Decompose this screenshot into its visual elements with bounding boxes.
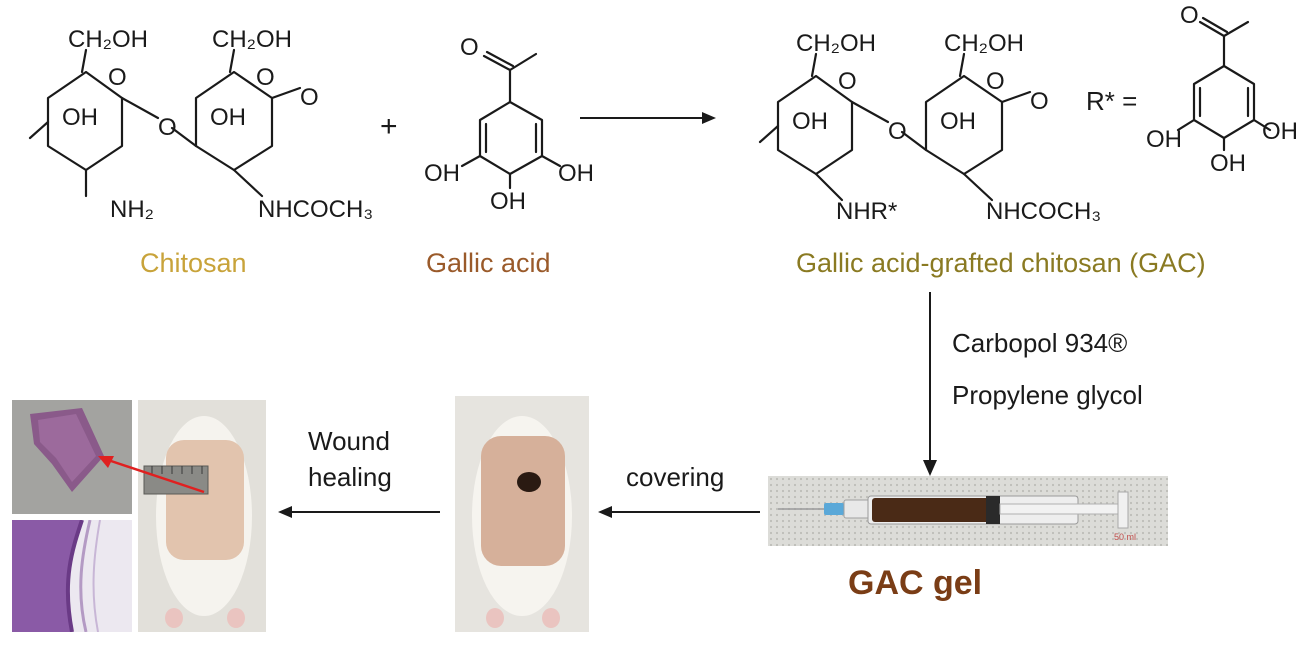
r-group-structure (1176, 16, 1272, 152)
gac-ring-oxygen-2: O (986, 68, 1005, 95)
chitosan-nh2: NH₂ (110, 196, 154, 223)
right-arrow-icon (580, 112, 716, 124)
r-group-carbonyl-oxygen: O (1180, 2, 1199, 29)
r-group-oh-bottom: OH (1210, 150, 1246, 177)
wound-healing-label-line2: healing (308, 462, 392, 492)
healed-rat-image (143, 416, 252, 628)
gac-glycosidic-oxygen: O (888, 118, 907, 145)
propylene-glycol-label: Propylene glycol (952, 380, 1143, 410)
plus-sign: + (380, 110, 398, 143)
r-group-oh-left: OH (1146, 126, 1182, 153)
wound-healing-label-line1: Wound (308, 426, 390, 456)
chitosan-structure (28, 48, 302, 198)
gac-gel-syringe-photo: 50 ml (768, 476, 1168, 546)
gac-gel-caption: GAC gel (848, 564, 983, 602)
r-group-oh-right: OH (1262, 118, 1298, 145)
gallic-acid-oh-right: OH (558, 160, 594, 187)
chitosan-terminal-oxygen: O (300, 84, 319, 111)
chitosan-glycosidic-oxygen: O (158, 114, 177, 141)
rat-gel-image (472, 416, 572, 628)
chitosan-caption: Chitosan (140, 248, 247, 278)
gac-oh-1: OH (792, 108, 828, 135)
chitosan-nhcoch3: NHCOCH₃ (258, 196, 374, 223)
gac-ch2oh-1: CH₂OH (796, 30, 876, 57)
chitosan-ch2oh-2: CH₂OH (212, 26, 292, 53)
carbopol-label: Carbopol 934® (952, 328, 1128, 358)
chitosan-ring-oxygen-1: O (108, 64, 127, 91)
syringe-printed-mark: 50 ml (1114, 532, 1137, 542)
gac-ring-oxygen-1: O (838, 68, 857, 95)
gac-caption: Gallic acid-grafted chitosan (GAC) (796, 248, 1206, 278)
rat-with-gel-photo (455, 396, 589, 632)
chitosan-oh-2: OH (210, 104, 246, 131)
gac-terminal-oxygen: O (1030, 88, 1049, 115)
gallic-acid-oh-left: OH (424, 160, 460, 187)
histology-photo (12, 520, 132, 632)
chitosan-oh-1: OH (62, 104, 98, 131)
healed-rat-photo (138, 400, 266, 632)
down-arrow-icon (923, 292, 937, 476)
gallic-acid-carbonyl-oxygen: O (460, 34, 479, 61)
covering-label: covering (626, 462, 725, 492)
gallic-acid-oh-bottom: OH (490, 188, 526, 215)
left-arrow-icon (278, 506, 440, 518)
gac-nhr: NHR* (836, 198, 898, 225)
chitosan-ring-oxygen-2: O (256, 64, 275, 91)
gac-structure (758, 52, 1032, 202)
gallic-acid-caption: Gallic acid (426, 248, 551, 278)
syringe-image (768, 476, 1168, 546)
histology-image (12, 520, 132, 632)
left-arrow-icon (598, 506, 760, 518)
chitosan-ch2oh-1: CH₂OH (68, 26, 148, 53)
gallic-acid-structure (460, 50, 562, 190)
gac-nhcoch3: NHCOCH₃ (986, 198, 1102, 225)
gac-oh-2: OH (940, 108, 976, 135)
r-group-label: R* = (1086, 86, 1138, 116)
red-arrow-icon (98, 456, 205, 494)
gac-ch2oh-2: CH₂OH (944, 30, 1024, 57)
